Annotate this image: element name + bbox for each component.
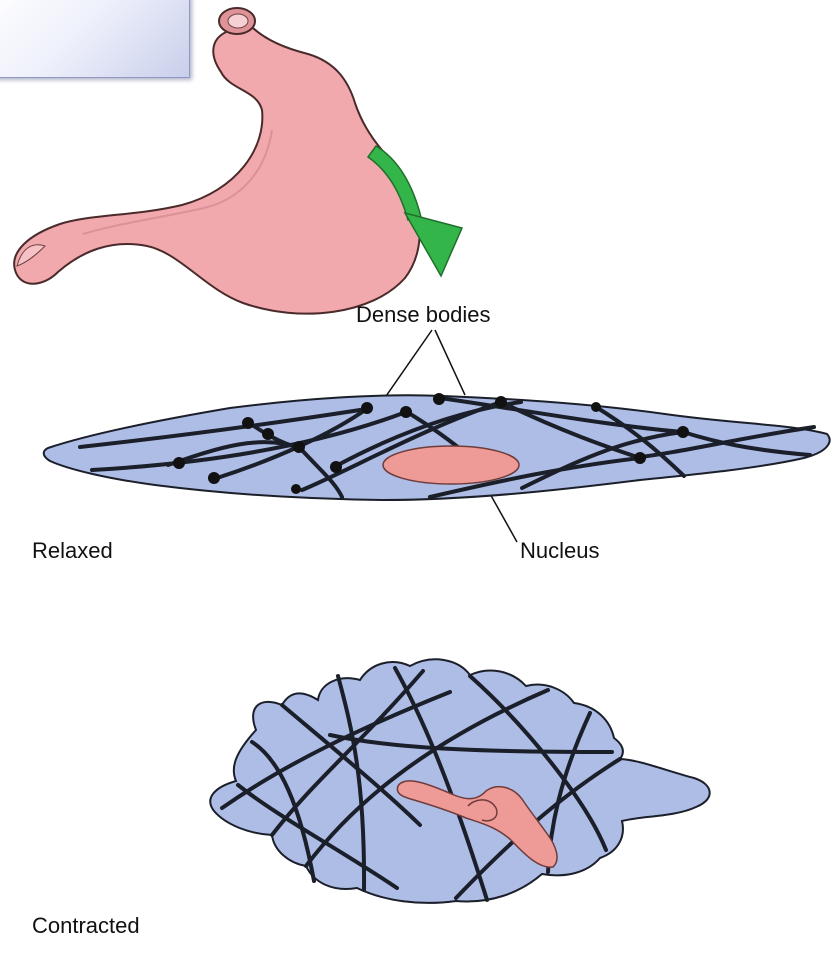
dense-body-dot bbox=[433, 393, 445, 405]
contracted-cell bbox=[210, 659, 709, 903]
dense-body-dot bbox=[495, 396, 507, 408]
dense-body-dot bbox=[208, 472, 220, 484]
nucleus-label: Nucleus bbox=[520, 540, 599, 562]
stomach-body bbox=[14, 19, 420, 313]
dense-body-dot bbox=[291, 484, 301, 494]
dense-body-dot bbox=[330, 461, 342, 473]
stomach bbox=[14, 8, 420, 314]
relaxed-nucleus bbox=[383, 446, 519, 484]
dense-body-dot bbox=[293, 441, 305, 453]
dense-body-dot bbox=[677, 426, 689, 438]
relaxed-cell bbox=[44, 393, 830, 500]
esophagus-lumen bbox=[228, 14, 248, 28]
contracted-label: Contracted bbox=[32, 915, 140, 937]
dense-body-dot bbox=[173, 457, 185, 469]
dense-body-dot bbox=[262, 428, 274, 440]
dense-bodies-leader-right bbox=[435, 330, 465, 395]
dense-bodies-label: Dense bodies bbox=[356, 304, 491, 326]
relaxed-label: Relaxed bbox=[32, 540, 113, 562]
dense-body-dot bbox=[591, 402, 601, 412]
dense-body-dot bbox=[634, 452, 646, 464]
dense-body-dot bbox=[400, 406, 412, 418]
dense-body-dot bbox=[361, 402, 373, 414]
dense-body-dot bbox=[242, 417, 254, 429]
